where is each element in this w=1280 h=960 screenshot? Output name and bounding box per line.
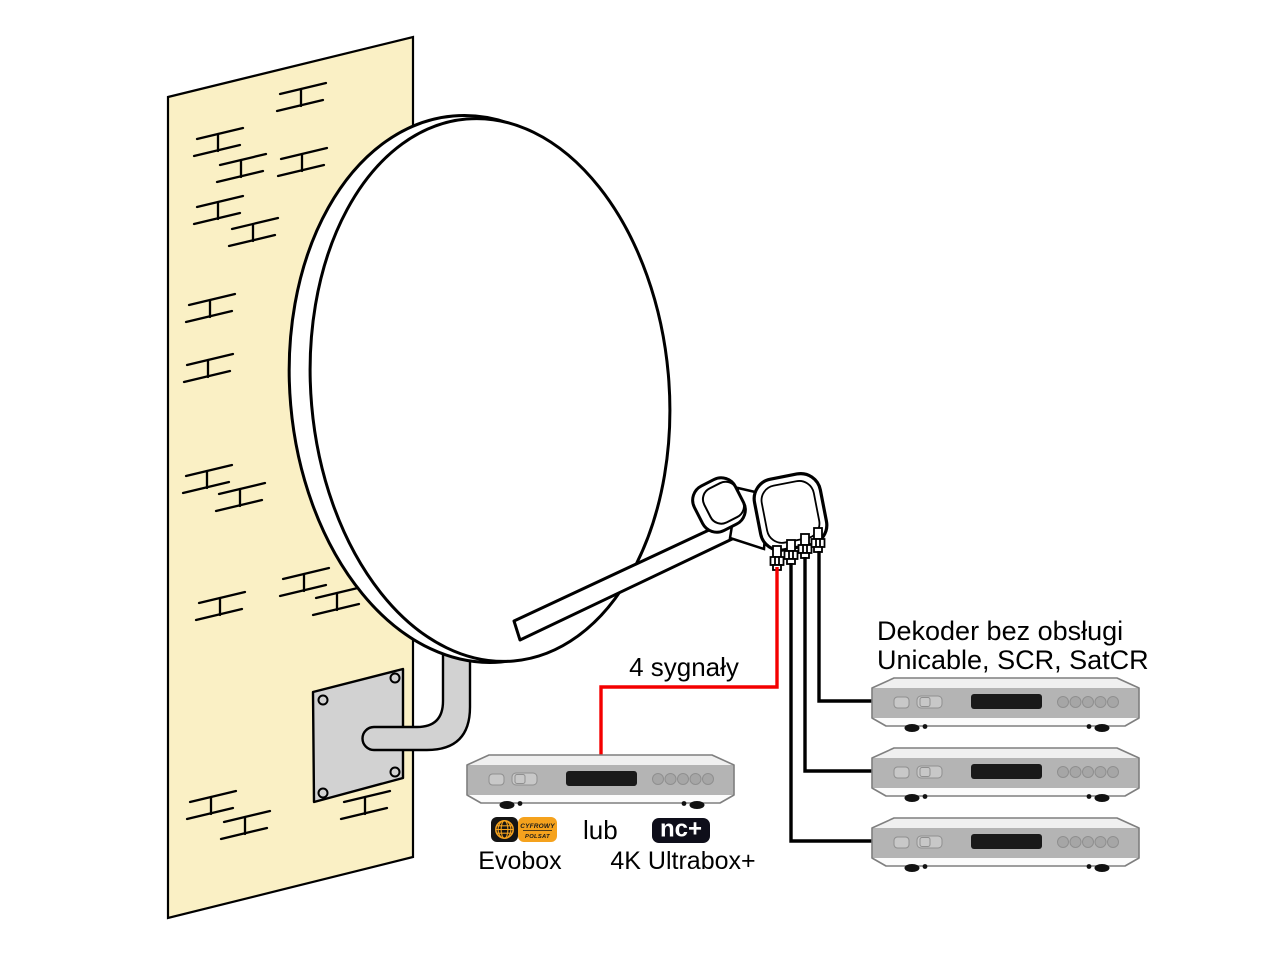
mount-bolt [389, 766, 401, 778]
globe-icon [495, 820, 514, 839]
label-evobox: Evobox [478, 847, 562, 875]
label-four-signals: 4 sygnały [629, 652, 739, 682]
dish-face [308, 117, 672, 663]
cable-to-decoder-3 [789, 563, 876, 843]
decoder-legacy-1 [871, 677, 1140, 733]
mount-bolt [317, 694, 329, 706]
decoder-note-line-1: Dekoder bez obsługi [877, 616, 1123, 646]
lnb-body [752, 472, 829, 552]
nc-plus-wordmark: nc+ [660, 816, 702, 843]
cable-to-decoder-1 [817, 551, 876, 703]
mount-tube [361, 640, 472, 752]
lnb-output-4 [810, 527, 826, 553]
lnb-feedhorn [691, 476, 747, 534]
decoder-evobox [466, 754, 735, 810]
mount-bolt [389, 672, 401, 684]
decoder-legacy-2 [871, 747, 1140, 803]
lnb-output-2 [783, 539, 799, 565]
decoder-note-line-2: Unicable, SCR, SatCR [877, 645, 1149, 675]
wall-mount [311, 640, 472, 804]
logo-nc-plus: nc+ [652, 816, 710, 843]
logo-cyfrowy-polsat: CYFROWY POLSAT [491, 817, 557, 842]
cable-signal-red [599, 567, 779, 760]
label-decoder-note: Dekoder bez obsługi Unicable, SCR, SatCR [877, 616, 1149, 675]
satellite-dish [287, 114, 672, 664]
cyfrowy-polsat-wordmark-tile [518, 817, 557, 842]
lnb-output-1 [769, 545, 785, 571]
decoder-legacy-3 [871, 817, 1140, 873]
cables [599, 551, 876, 843]
label-ultrabox: 4K Ultrabox+ [610, 847, 755, 875]
nc-plus-tile [652, 818, 710, 843]
label-or: lub [583, 815, 618, 845]
cyfrowy-polsat-word-2: POLSAT [525, 834, 550, 840]
cable-to-decoder-2 [803, 557, 876, 773]
cyfrowy-polsat-word-1: CYFROWY [520, 823, 555, 830]
quad-lnb [691, 472, 829, 571]
mount-bolt [317, 787, 329, 799]
mount-plate [311, 667, 405, 804]
lnb-output-3 [797, 533, 813, 559]
